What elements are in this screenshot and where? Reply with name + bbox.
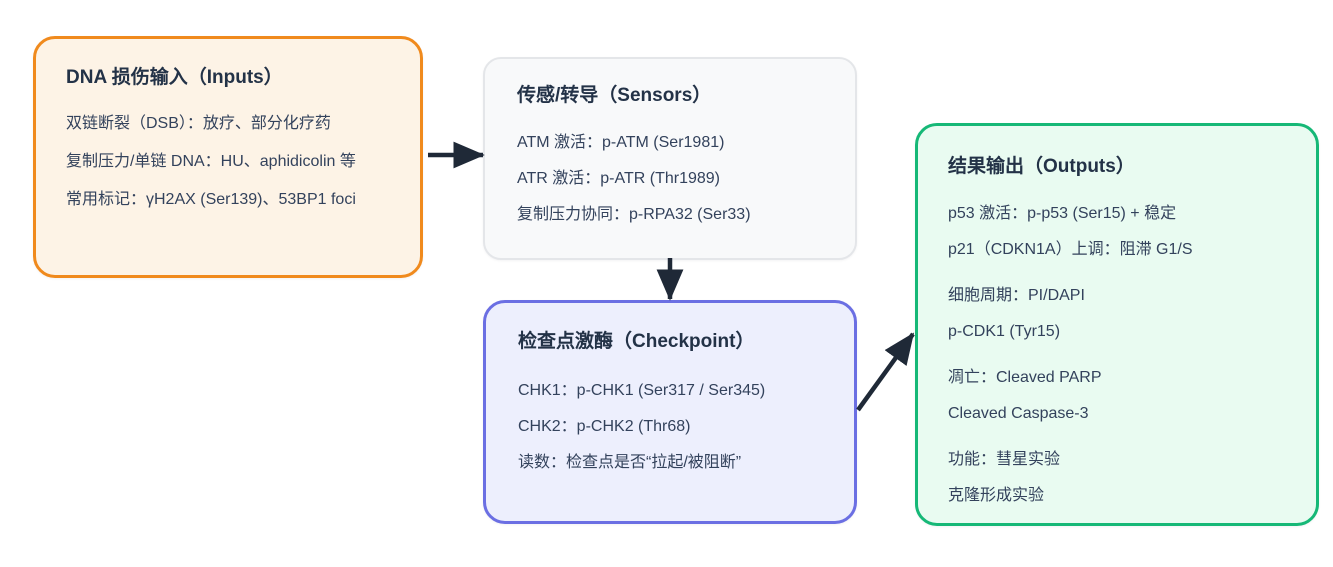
- node-line: 复制压力协同：p-RPA32 (Ser33): [517, 206, 751, 223]
- outputs-group-function: 功能：彗星实验 克隆形成实验: [948, 442, 1286, 514]
- node-line: CHK2：p-CHK2 (Thr68): [518, 418, 691, 435]
- node-line: 双链断裂（DSB）：放疗、部分化疗药: [66, 115, 331, 132]
- outputs-group-apoptosis: 凋亡：Cleaved PARP Cleaved Caspase-3: [948, 360, 1286, 432]
- node-line: 常用标记：γH2AX (Ser139)、53BP1 foci: [66, 191, 356, 208]
- node-line: 读数：检查点是否“拉起/被阻断”: [518, 454, 742, 471]
- outputs-group-cell-cycle: 细胞周期：PI/DAPI p-CDK1 (Tyr15): [948, 278, 1286, 350]
- node-line: 克隆形成实验: [948, 487, 1045, 504]
- node-checkpoint: 检查点激酶（Checkpoint） CHK1：p-CHK1 (Ser317 / …: [483, 300, 857, 524]
- outputs-group-p53: p53 激活：p-p53 (Ser15) + 稳定 p21（CDKN1A）上调：…: [948, 196, 1286, 268]
- node-line: 凋亡：Cleaved PARP: [948, 369, 1102, 386]
- node-checkpoint-title: 检查点激酶（Checkpoint）: [518, 331, 755, 352]
- node-inputs-title: DNA 损伤输入（Inputs）: [66, 67, 283, 88]
- node-line: ATM 激活：p-ATM (Ser1981): [517, 134, 725, 151]
- node-line: 复制压力/单链 DNA：HU、aphidicolin 等: [66, 153, 356, 170]
- node-line: p21（CDKN1A）上调：阻滞 G1/S: [948, 241, 1193, 258]
- node-sensors-title: 传感/转导（Sensors）: [517, 85, 712, 106]
- node-line: 细胞周期：PI/DAPI: [948, 287, 1085, 304]
- node-line: CHK1：p-CHK1 (Ser317 / Ser345): [518, 382, 766, 399]
- node-line: 功能：彗星实验: [948, 451, 1061, 468]
- node-line: p-CDK1 (Tyr15): [948, 323, 1061, 340]
- arrow-checkpoint-to-outputs-icon: [856, 332, 915, 412]
- node-inputs: DNA 损伤输入（Inputs） 双链断裂（DSB）：放疗、部分化疗药 复制压力…: [33, 36, 423, 278]
- node-sensors: 传感/转导（Sensors） ATM 激活：p-ATM (Ser1981) AT…: [483, 57, 857, 260]
- node-line: Cleaved Caspase-3: [948, 405, 1089, 422]
- node-line: p53 激活：p-p53 (Ser15) + 稳定: [948, 205, 1177, 222]
- node-outputs-title: 结果输出（Outputs）: [948, 156, 1135, 177]
- node-line: ATR 激活：p-ATR (Thr1989): [517, 170, 720, 187]
- node-outputs: 结果输出（Outputs） p53 激活：p-p53 (Ser15) + 稳定 …: [915, 123, 1319, 526]
